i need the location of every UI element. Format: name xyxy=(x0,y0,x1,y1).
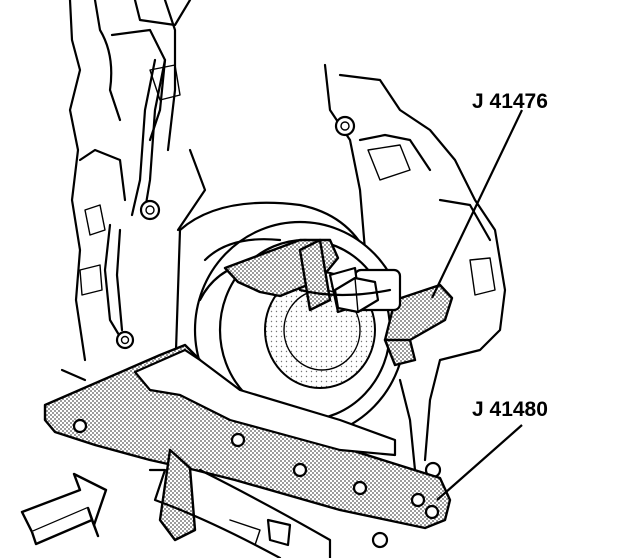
callout-tool-upper: J 41476 xyxy=(472,90,548,113)
leader-line-tool-lower xyxy=(436,424,523,501)
leader-line-tool-upper xyxy=(431,109,523,299)
seal-installer-plate-tool xyxy=(43,343,452,558)
direction-arrow xyxy=(20,472,108,546)
engine-block xyxy=(60,0,507,479)
seal-installer-tool xyxy=(223,238,454,367)
callout-tool-lower: J 41480 xyxy=(472,398,548,421)
